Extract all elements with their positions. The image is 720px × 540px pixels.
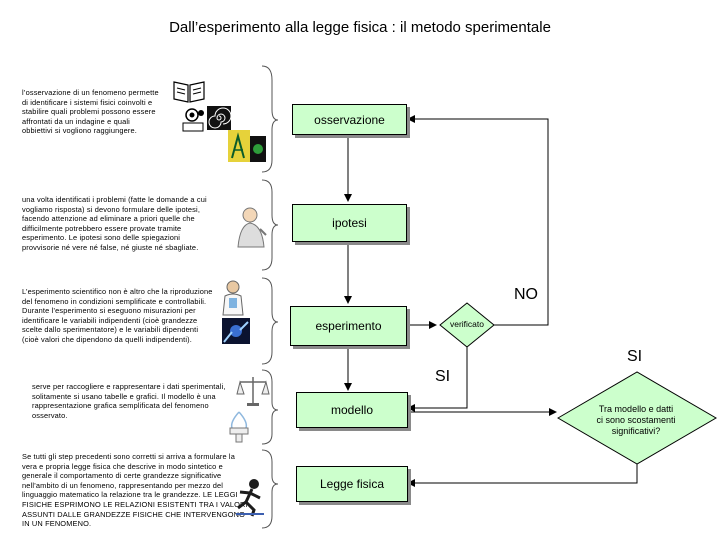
- microscope-icon: [182, 108, 204, 132]
- bracket-experiment: [261, 277, 279, 365]
- model-box: modello: [296, 392, 408, 428]
- bracket-model: [261, 369, 279, 445]
- question-label: Tra modello e datti ci sono scostamenti …: [596, 404, 676, 436]
- si-label-question: SI: [627, 348, 643, 365]
- question-diamond: [557, 371, 717, 465]
- black-icon: [250, 136, 266, 162]
- experiment-description: L’esperimento scientifico non è altro ch…: [22, 287, 213, 344]
- model-description: serve per raccogliere e rappresentare i …: [32, 382, 226, 420]
- graph-paper-icon: [228, 130, 250, 162]
- law-description: Se tutti gli step precedenti sono corret…: [22, 452, 248, 529]
- scientist-icon: [222, 280, 244, 316]
- bracket-hypothesis: [261, 179, 279, 271]
- bracket-law: [261, 449, 279, 529]
- verified-label: verificato: [449, 319, 484, 329]
- spiral-icon: [207, 106, 231, 130]
- hypothesis-box: ipotesi: [292, 204, 407, 242]
- no-label: NO: [514, 286, 538, 303]
- page-title: Dall’esperimento alla legge fisica : il …: [169, 19, 551, 36]
- experiment-box: esperimento: [290, 306, 407, 346]
- fountain-icon: [229, 411, 249, 443]
- scales-icon: [236, 377, 270, 406]
- book-icon: [173, 81, 205, 103]
- lab-machine-icon: [222, 318, 250, 344]
- observation-box: osservazione: [292, 104, 407, 135]
- law-box: Legge fisica: [296, 466, 408, 502]
- si-label-verified: SI: [435, 368, 451, 385]
- hypothesis-description: una volta identificati i problemi (fatte…: [22, 195, 207, 252]
- figure-running-icon: [236, 479, 264, 517]
- thinking-person-icon: [237, 207, 267, 248]
- observation-description: l’osservazione di un fenomeno permette d…: [22, 88, 159, 136]
- bracket-observation: [261, 65, 279, 173]
